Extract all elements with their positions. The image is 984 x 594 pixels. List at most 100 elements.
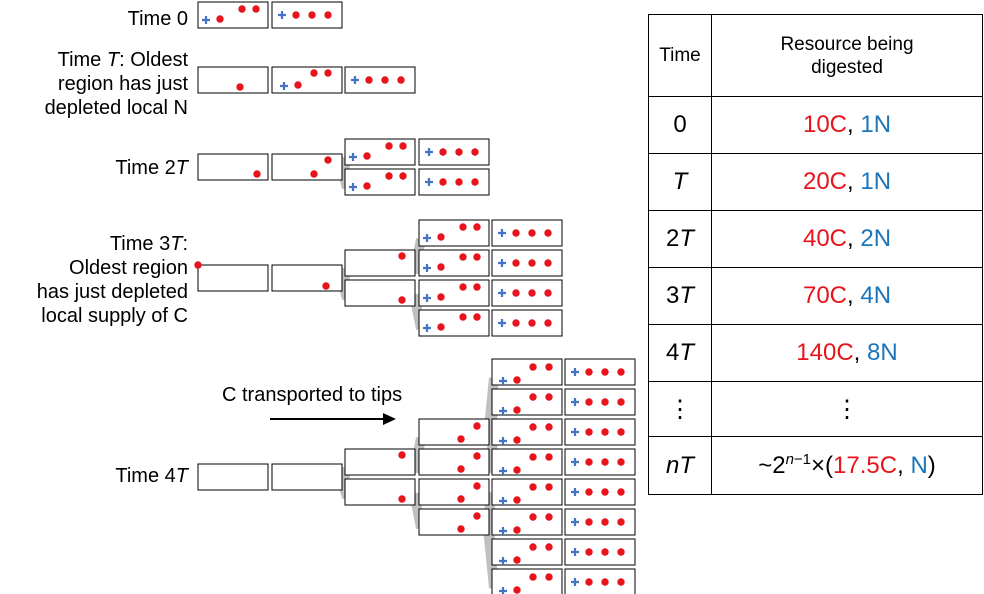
carbon-dot-icon <box>545 363 553 371</box>
nitrogen-amount: 4N <box>860 282 892 309</box>
carbon-dot-icon <box>459 283 467 291</box>
carbon-dot-icon <box>473 253 481 261</box>
nitrogen-plus-icon <box>571 398 579 406</box>
carbon-dot-icon <box>529 453 537 461</box>
carbon-dot-icon <box>585 578 593 586</box>
region-box <box>197 66 269 94</box>
carbon-dot-icon <box>437 293 445 301</box>
timeT-line3: depleted local N <box>44 97 188 119</box>
carbon-dot-icon <box>617 578 625 586</box>
carbon-dot-icon <box>617 368 625 376</box>
carbon-dot-icon <box>585 488 593 496</box>
carbon-dot-icon <box>513 496 521 504</box>
transport-label: C transported to tips <box>222 384 403 406</box>
header-resource: Resource being digested <box>711 14 983 97</box>
time3T-var: T <box>170 233 183 255</box>
time3T-suffix: : <box>182 233 188 255</box>
nitrogen-plus-icon <box>498 259 506 267</box>
carbon-dot-icon <box>529 543 537 551</box>
carbon-dot-icon <box>322 282 330 290</box>
region-box <box>271 66 343 94</box>
carbon-amount: 40C <box>802 225 847 252</box>
carbon-dot-icon <box>459 223 467 231</box>
carbon-dot-icon <box>399 142 407 150</box>
carbon-dot-icon <box>585 428 593 436</box>
label-time-4T: Time 4T <box>115 464 188 488</box>
table-row: 4T 140C, 8N <box>648 324 983 382</box>
carbon-dot-icon <box>459 313 467 321</box>
row-time-var: T <box>679 451 695 479</box>
carbon-dot-icon <box>512 289 520 297</box>
region-box <box>491 358 563 386</box>
nitrogen-plus-icon <box>499 527 507 535</box>
carbon-dot-icon <box>513 376 521 384</box>
carbon-dot-icon <box>385 142 393 150</box>
carbon-dot-icon <box>473 482 481 490</box>
row-time-n: n <box>665 451 680 479</box>
carbon-dot-icon <box>324 69 332 77</box>
region-box <box>271 264 343 292</box>
carbon-dot-icon <box>529 513 537 521</box>
carbon-dot-icon <box>473 223 481 231</box>
carbon-dot-icon <box>252 5 260 13</box>
carbon-dot-icon <box>601 428 609 436</box>
carbon-dot-icon <box>545 393 553 401</box>
carbon-dot-icon <box>398 252 406 260</box>
carbon-dot-icon <box>528 259 536 267</box>
nitrogen-plus-icon <box>498 319 506 327</box>
nitrogen-plus-icon <box>571 578 579 586</box>
row-time-num: 0 <box>673 111 687 138</box>
row-resource: 20C, 1N <box>711 153 983 211</box>
carbon-dot-icon <box>617 488 625 496</box>
nitrogen-plus-icon <box>425 178 433 186</box>
carbon-dot-icon <box>324 11 332 19</box>
carbon-dot-icon <box>513 526 521 534</box>
formula-close: ) <box>927 452 936 479</box>
header-resource-text: Resource being digested <box>780 33 914 78</box>
carbon-dot-icon <box>397 76 405 84</box>
label-time-T: Time T: Oldest region has just depleted … <box>45 48 188 120</box>
separator: , <box>847 111 861 138</box>
carbon-dot-icon <box>601 488 609 496</box>
nitrogen-amount: 2N <box>860 225 892 252</box>
carbon-dot-icon <box>457 465 465 473</box>
nitrogen-amount: 1N <box>860 111 892 138</box>
carbon-dot-icon <box>437 233 445 241</box>
timeT-prefix: Time <box>57 49 107 71</box>
arrow-right-icon <box>270 413 396 425</box>
region-box <box>271 463 343 491</box>
row-time: 3T <box>648 267 712 325</box>
carbon-dot-icon <box>545 453 553 461</box>
carbon-dot-icon <box>457 495 465 503</box>
carbon-dot-icon <box>585 548 593 556</box>
nitrogen-plus-icon <box>423 234 431 242</box>
label-time-0: Time 0 <box>128 7 188 31</box>
table-row: 0 10C, 1N <box>648 96 983 154</box>
carbon-dot-icon <box>308 11 316 19</box>
nitrogen-plus-icon <box>423 324 431 332</box>
time0-text: Time 0 <box>127 8 188 30</box>
nitrogen-plus-icon <box>571 458 579 466</box>
label-time-3T: Time 3T: Oldest region has just depleted… <box>37 232 188 328</box>
row-time: 0 <box>648 96 712 154</box>
time3T-line2: Oldest region <box>69 257 188 279</box>
time3T-line3: has just depleted <box>36 281 188 303</box>
region-box <box>197 463 269 491</box>
formula-exp-var: n <box>785 451 794 468</box>
carbon-dot-icon <box>544 229 552 237</box>
carbon-dot-icon <box>216 15 224 23</box>
row-time-num: 2 <box>665 225 680 252</box>
carbon-dot-icon <box>473 422 481 430</box>
timeT-line2: region has just <box>57 73 188 95</box>
carbon-dot-icon <box>528 289 536 297</box>
carbon-dot-icon <box>513 406 521 414</box>
carbon-dot-icon <box>512 319 520 327</box>
nitrogen-amount: 8N <box>867 339 898 366</box>
carbon-dot-icon <box>398 451 406 459</box>
nitrogen-plus-icon <box>571 548 579 556</box>
nitrogen-plus-icon <box>499 557 507 565</box>
carbon-dot-icon <box>545 513 553 521</box>
carbon-dot-icon <box>617 518 625 526</box>
carbon-dot-icon <box>545 543 553 551</box>
